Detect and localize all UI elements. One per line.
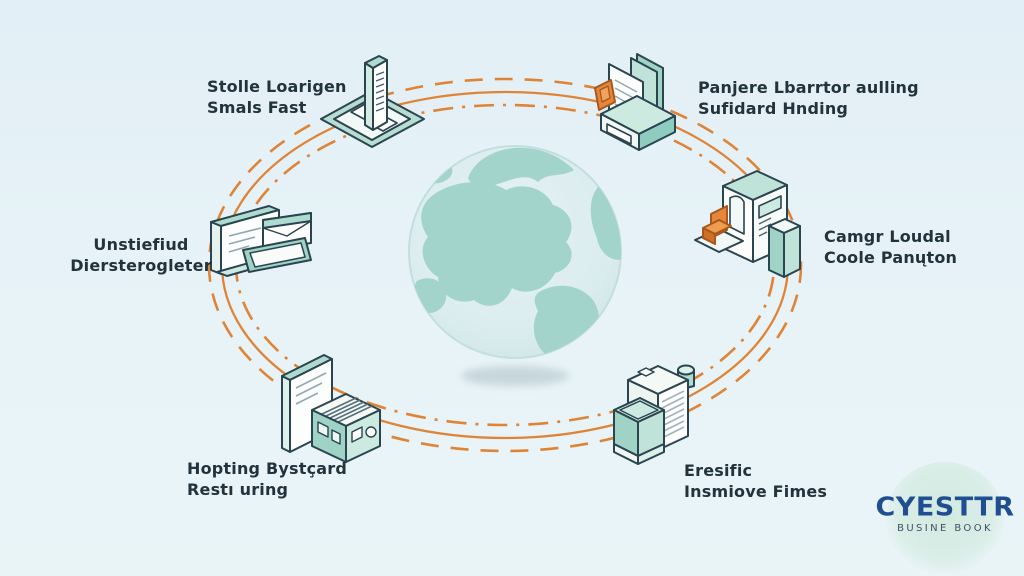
label-line: Stolle Loarigen — [207, 77, 347, 96]
service-kiosk-icon — [694, 170, 801, 278]
label-line: Sufidard Hnding — [698, 99, 849, 118]
label-line: Eresific — [684, 461, 753, 480]
document-printer-icon — [594, 53, 676, 151]
package-cube-icon — [281, 354, 381, 463]
mail-documents-icon — [210, 205, 312, 277]
label-line: Diersterogleter — [70, 256, 212, 275]
label-line: Smals Fast — [207, 98, 307, 117]
label-left: Unstiefiud Diersterogleter — [62, 234, 220, 276]
label-line: Insmiove Fimes — [684, 482, 828, 501]
label-line: Panjere Lbarrtor aulling — [698, 78, 919, 97]
label-line: Hopting Bystçard — [187, 459, 348, 478]
brand-logo: CYESTTR BUSINE BOOK — [872, 494, 1018, 534]
label-line: Camgr Loudal — [824, 227, 951, 246]
label-top-right: Panjere Lbarrtor aulling Sufidard Hnding — [698, 77, 919, 119]
logo-background-blob — [886, 462, 1004, 574]
boarding-pass-terminal-icon — [320, 55, 425, 148]
label-line: Coole Panųton — [824, 248, 958, 267]
globe-icon — [408, 145, 622, 359]
processing-machine-icon — [613, 364, 695, 465]
label-bottom-left: Hopting Bystçard Restı uring — [187, 458, 347, 500]
label-line: Restı uring — [187, 480, 289, 499]
globe-shadow — [461, 366, 569, 386]
logo-wordmark: CYESTTR — [875, 492, 1015, 523]
label-line: Unstiefiud — [93, 235, 189, 254]
label-right: Camgr Loudal Coole Panųton — [824, 226, 957, 268]
label-top-left: Stolle Loarigen Smals Fast — [207, 76, 347, 118]
label-bottom-right: Eresific Insmiove Fimes — [684, 460, 827, 502]
logo-tagline: BUSINE BOOK — [897, 523, 993, 534]
